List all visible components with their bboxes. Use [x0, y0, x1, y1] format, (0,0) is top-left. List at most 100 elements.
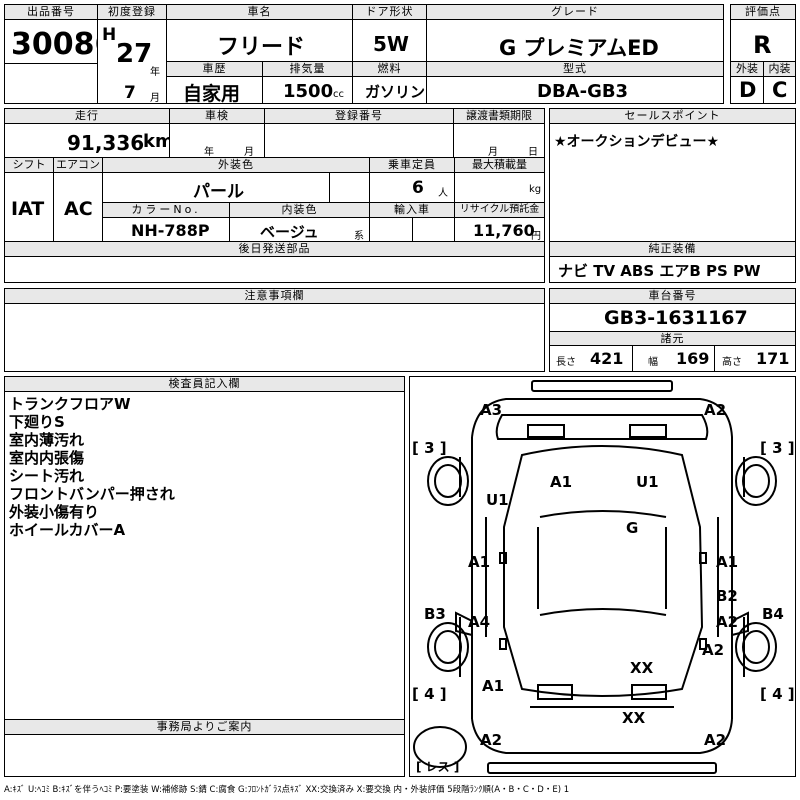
sales-label: セールスポイント [550, 109, 795, 124]
mileage-cell: 走行 91,336 km [4, 108, 174, 158]
inspector-line: シート汚れ [9, 467, 85, 485]
history-label: 車歴 [167, 62, 262, 77]
dmg-u1-left: U1 [486, 491, 509, 509]
chassis-cell: 車台番号 GB3-1631167 諸元 長さ 421 幅 169 高さ 171 [549, 288, 796, 372]
fuel-cell: 燃料 ガソリン [352, 61, 427, 104]
width: 169 [676, 349, 710, 368]
caution-cell: 注意事項欄 [4, 288, 545, 372]
dmg-xx-hood: XX [630, 659, 654, 677]
inspection-cell: 車検 年 月 [169, 108, 265, 158]
reg-month-unit: 月 [150, 93, 160, 104]
ac-cell: エアコン AC [53, 157, 103, 242]
ext-grade-cell: 外装 D [730, 61, 764, 104]
dmg-u1-roof: U1 [636, 473, 659, 491]
inspection-year: 年 [204, 147, 214, 158]
load-cell: 最大積載量 kg [454, 157, 545, 203]
inspector-line: 外装小傷有り [9, 503, 100, 521]
inspector-line: トランクフロアW [9, 395, 131, 413]
car-diagram-svg: A3 A2 [ 3 ] [ 3 ] U1 A1 U1 G A1 A1 B3 A4… [412, 380, 795, 774]
car-name: フリード [217, 35, 306, 60]
later-parts-cell: 後日発送部品 [4, 241, 545, 283]
dmg-rear-left: A3 [480, 401, 502, 419]
transfer-day: 日 [528, 147, 538, 158]
transfer-label: 譲渡書類期限 [454, 109, 544, 124]
dmg-a1-right: A1 [716, 553, 738, 571]
capacity: 6 [412, 178, 424, 198]
width-label: 幅 [648, 357, 658, 368]
dmg-b3: B3 [424, 605, 446, 623]
tire-front-right: [ 4 ] [760, 685, 795, 703]
lot-label: 出品番号 [5, 5, 97, 20]
dmg-rear-right: A2 [704, 401, 726, 419]
reg-era: H [102, 25, 117, 45]
color-label: 外装色 [103, 158, 369, 173]
office-cell: 事務局よりご案内 [4, 719, 405, 777]
capacity-label: 乗車定員 [370, 158, 454, 173]
fuel-label: 燃料 [353, 62, 426, 77]
inspector-line: 下廻りS [9, 413, 65, 431]
reg-label: 初度登録 [98, 5, 166, 20]
reg-year-unit: 年 [150, 67, 160, 78]
legend: A:ｷｽﾞ U:ﾍｺﾐ B:ｷｽﾞを伴うﾍｺﾐ P:要塗装 W:補修跡 S:錆 … [4, 785, 570, 795]
length-label: 長さ [556, 357, 576, 368]
recycle-unit: 円 [531, 231, 541, 242]
model-label: 型式 [427, 62, 723, 77]
reg-cell: 初度登録 H 27 年 7 月 [97, 4, 167, 104]
spare-tire: [ レス ] [416, 760, 459, 774]
mileage-label: 走行 [5, 109, 169, 124]
disp-cell: 排気量 1500 cc [262, 61, 353, 104]
dims-label: 諸元 [550, 331, 795, 346]
sales-point: ★オークションデビュー★ [554, 134, 720, 150]
load-unit: kg [529, 184, 542, 195]
colorno-cell: カラーNo. NH-788P [102, 202, 230, 242]
equipment-label: 純正装備 [550, 242, 795, 257]
interior-unit: 系 [354, 231, 364, 242]
height-label: 高さ [722, 357, 742, 368]
lot-cell: 出品番号 30086 [4, 4, 115, 104]
transfer-month: 月 [488, 147, 498, 158]
tire-front-left: [ 4 ] [412, 685, 447, 703]
office-label: 事務局よりご案内 [5, 720, 404, 735]
doors-cell: ドア形状 5W [352, 4, 427, 62]
inspector-line: 室内薄汚れ [9, 431, 85, 449]
recycle-fee: 11,760 [473, 221, 535, 240]
score-label: 評価点 [731, 5, 795, 20]
regno-label: 登録番号 [265, 109, 453, 124]
model-cell: 型式 DBA-GB3 [426, 61, 724, 104]
history-cell: 車歴 自家用 [166, 61, 263, 105]
color-number: NH-788P [131, 221, 210, 240]
later-parts-label: 後日発送部品 [5, 242, 544, 257]
car-diagram: A3 A2 [ 3 ] [ 3 ] U1 A1 U1 G A1 A1 B3 A4… [409, 376, 796, 777]
name-cell: 車名 フリード [166, 4, 353, 62]
inspection-month: 月 [244, 147, 254, 158]
dmg-front-right: A2 [704, 731, 726, 749]
inspector-line: フロントバンパー押され [9, 485, 175, 503]
caution-label: 注意事項欄 [5, 289, 544, 304]
transfer-cell: 譲渡書類期限 月 日 [453, 108, 545, 158]
ext-label: 外装 [731, 62, 763, 77]
reg-year: 27 [116, 39, 153, 69]
import-cell: 輸入車 [369, 202, 455, 242]
shift: IAT [11, 198, 45, 220]
height: 171 [756, 349, 790, 368]
auction-score: R [753, 31, 772, 59]
equipment-cell: 純正装備 ナビ TV ABS エアB PS PW [549, 241, 796, 283]
recycle-cell: リサイクル預託金 11,760 円 [454, 202, 545, 242]
dmg-a1-roof: A1 [550, 473, 572, 491]
score-cell: 評価点 R [730, 4, 796, 62]
doors-label: ドア形状 [353, 5, 426, 20]
color-cell: 外装色 パール [102, 157, 370, 203]
air-conditioner: AC [64, 198, 93, 220]
dmg-g: G [626, 519, 638, 537]
regno-cell: 登録番号 [264, 108, 454, 158]
interior-cell: 内装色 ベージュ 系 [229, 202, 370, 242]
grade: G プレミアムED [499, 36, 659, 60]
capacity-unit: 人 [438, 188, 448, 199]
inspector-cell: 検査員記入欄 トランクフロアW 下廻りS 室内薄汚れ 室内内張傷 シート汚れ フ… [4, 376, 405, 720]
name-label: 車名 [167, 5, 352, 20]
dmg-a1-left: A1 [468, 553, 490, 571]
dmg-b2: B2 [716, 587, 738, 605]
reg-month: 7 [124, 83, 136, 103]
dmg-a4: A4 [468, 613, 490, 631]
interior-label: 内装色 [230, 203, 369, 218]
